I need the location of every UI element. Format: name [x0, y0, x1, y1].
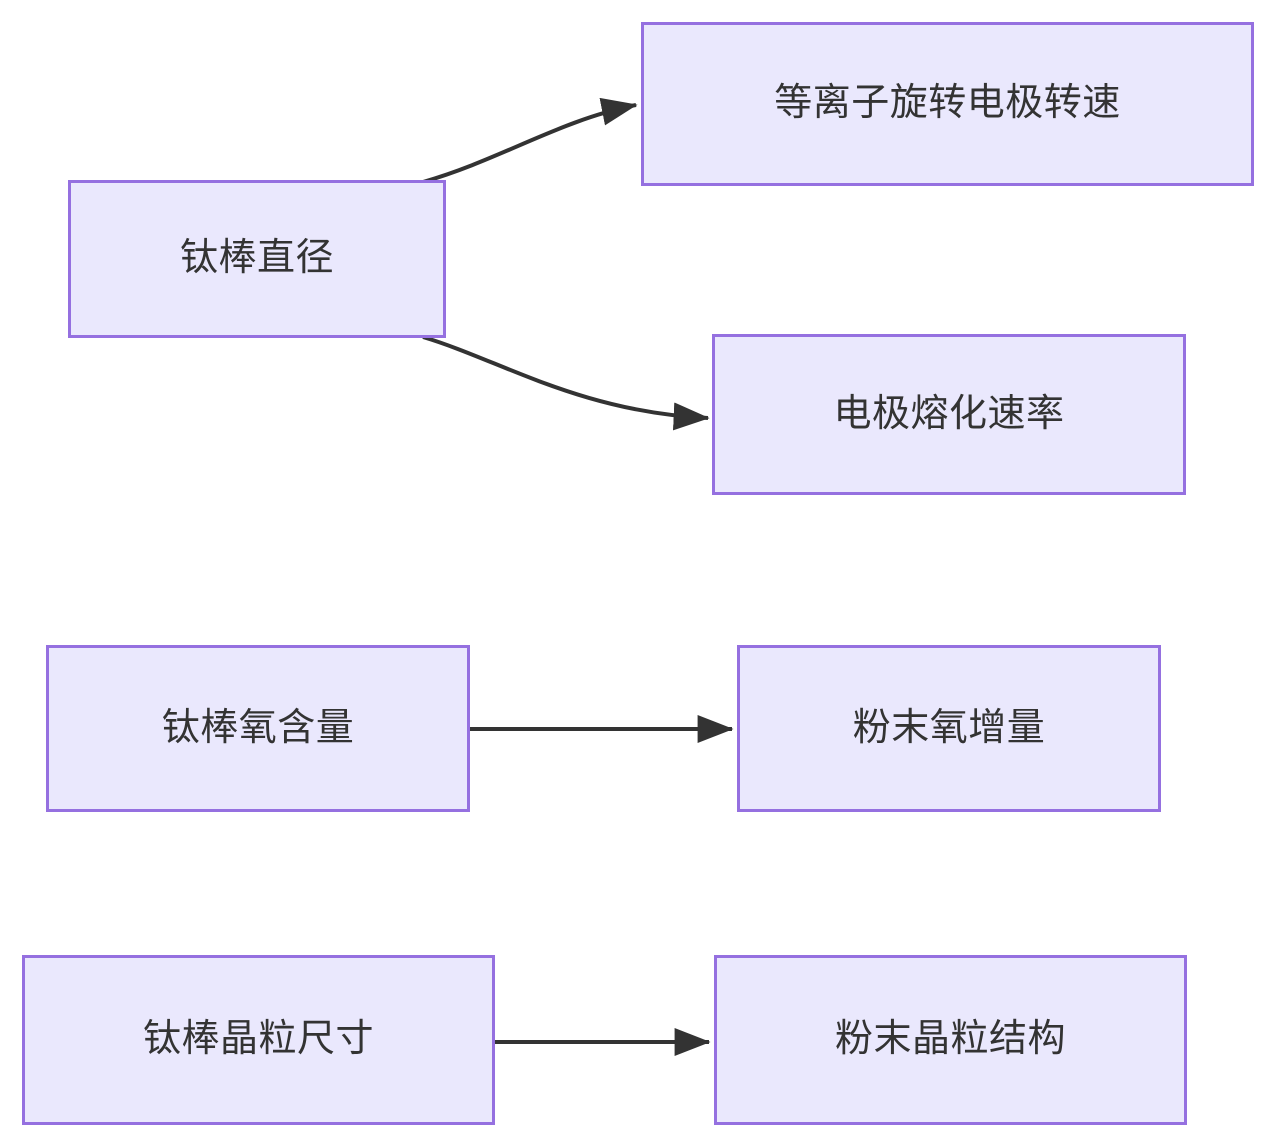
node-rod-grain-size-label: 钛棒晶粒尺寸: [142, 1018, 374, 1061]
node-powder-oxygen[interactable]: 粉末氧增量: [737, 645, 1161, 812]
node-plasma-speed-label: 等离子旋转电极转速: [774, 82, 1121, 125]
node-rod-oxygen[interactable]: 钛棒氧含量: [46, 645, 470, 812]
node-powder-grain-label: 粉末晶粒结构: [834, 1018, 1066, 1061]
node-powder-grain[interactable]: 粉末晶粒结构: [714, 955, 1187, 1125]
node-melt-rate[interactable]: 电极熔化速率: [712, 334, 1186, 495]
node-rod-grain-size[interactable]: 钛棒晶粒尺寸: [22, 955, 495, 1125]
node-powder-oxygen-label: 粉末氧增量: [852, 706, 1046, 749]
node-melt-rate-label: 电极熔化速率: [833, 392, 1065, 435]
edge-rod-diameter-to-plasma-speed: [422, 97, 638, 184]
node-rod-diameter[interactable]: 钛棒直径: [68, 180, 446, 338]
node-rod-oxygen-label: 钛棒氧含量: [161, 706, 355, 749]
edge-rod-diameter-to-melt-rate: [422, 335, 710, 431]
node-rod-diameter-label: 钛棒直径: [179, 237, 334, 280]
node-plasma-speed[interactable]: 等离子旋转电极转速: [641, 22, 1254, 186]
